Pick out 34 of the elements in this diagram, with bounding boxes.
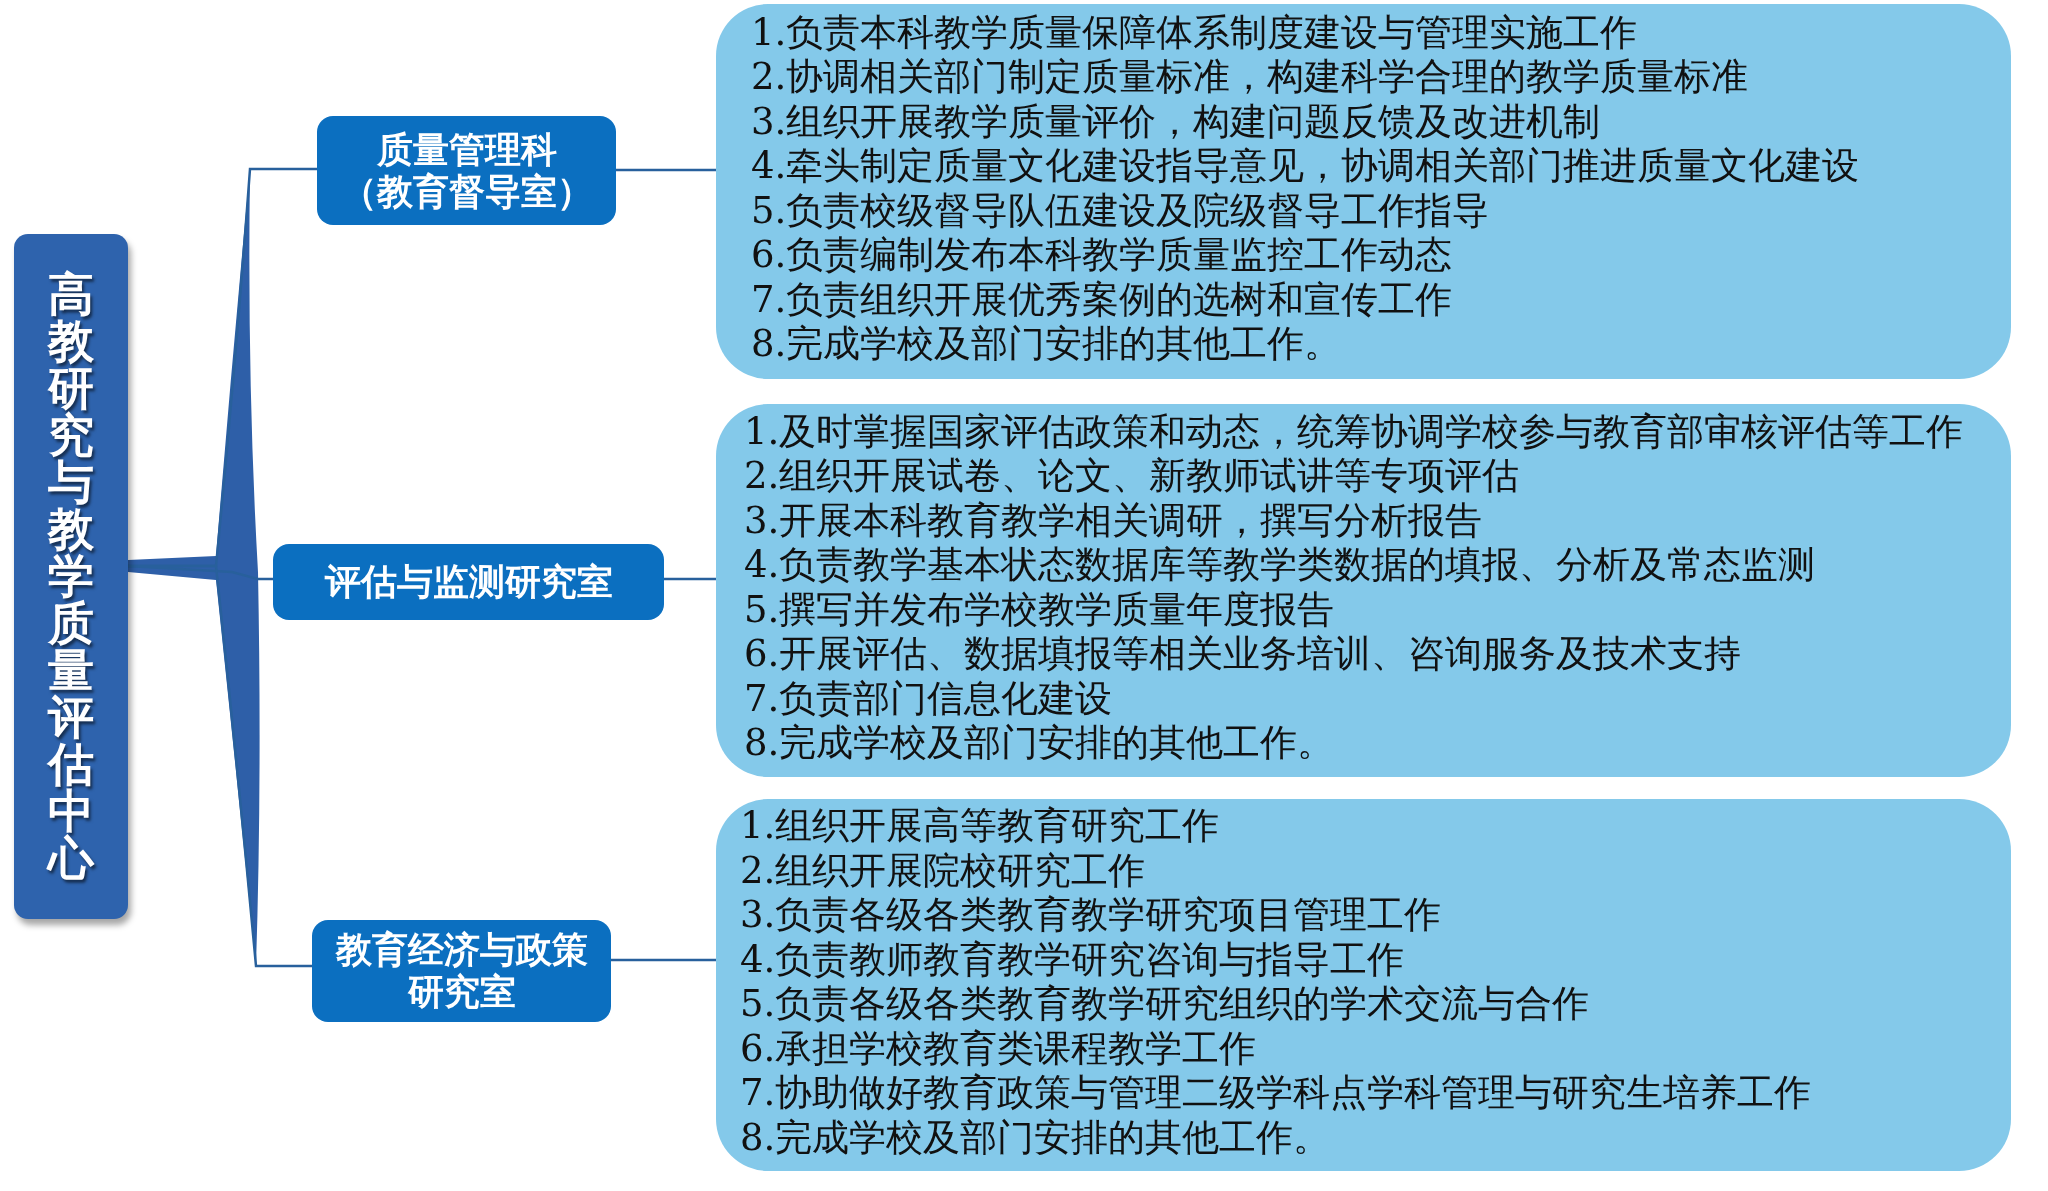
connector-line bbox=[664, 577, 716, 581]
duty-list-box bbox=[716, 799, 2011, 1171]
list-item: 7.负责部门信息化建设 bbox=[744, 676, 1114, 721]
list-item: 6.开展评估、数据填报等相关业务培训、咨询服务及技术支持 bbox=[744, 632, 1743, 677]
list-item: 4.负责教学基本状态数据库等教学类数据的填报、分析及常态监测 bbox=[744, 543, 1817, 588]
list-item: 3.组织开展教学质量评价，构建问题反馈及改进机制 bbox=[751, 99, 1602, 144]
list-item: 6.承担学校教育类课程教学工作 bbox=[740, 1026, 1258, 1071]
list-item: 4.牵头制定质量文化建设指导意见，协调相关部门推进质量文化建设 bbox=[751, 144, 1861, 189]
list-item: 7.协助做好教育政策与管理二级学科点学科管理与研究生培养工作 bbox=[740, 1071, 1813, 1116]
list-item: 8.完成学校及部门安排的其他工作。 bbox=[751, 322, 1343, 367]
list-item: 8.完成学校及部门安排的其他工作。 bbox=[744, 721, 1336, 766]
list-item: 5.负责校级督导队伍建设及院级督导工作指导 bbox=[751, 188, 1491, 233]
list-item: 8.完成学校及部门安排的其他工作。 bbox=[740, 1115, 1332, 1160]
list-item: 6.负责编制发布本科教学质量监控工作动态 bbox=[751, 233, 1454, 278]
duty-list-box bbox=[716, 404, 2011, 777]
list-item: 3.负责各级各类教育教学研究项目管理工作 bbox=[740, 893, 1443, 938]
department-box: 评估与监测研究室 bbox=[273, 544, 664, 620]
department-box: 质量管理科（教育督导室） bbox=[317, 116, 616, 225]
list-item: 1.组织开展高等教育研究工作 bbox=[740, 804, 1221, 849]
list-item: 5.负责各级各类教育教学研究组织的学术交流与合作 bbox=[740, 982, 1591, 1027]
list-item: 3.开展本科教育教学相关调研，撰写分析报告 bbox=[744, 498, 1484, 543]
list-item: 7.负责组织开展优秀案例的选树和宣传工作 bbox=[751, 277, 1454, 322]
department-box: 教育经济与政策研究室 bbox=[312, 920, 611, 1022]
list-item: 2.协调相关部门制定质量标准，构建科学合理的教学质量标准 bbox=[751, 55, 1750, 100]
title-box: 高教研究与教学质量评估中心 bbox=[14, 234, 128, 919]
list-item: 4.负责教师教育教学研究咨询与指导工作 bbox=[740, 937, 1406, 982]
list-item: 2.组织开展试卷、论文、新教师试讲等专项评估 bbox=[744, 454, 1521, 499]
list-item: 2.组织开展院校研究工作 bbox=[740, 848, 1147, 893]
connector-line bbox=[611, 958, 716, 962]
duty-list-box bbox=[716, 4, 2011, 379]
connector-line bbox=[616, 168, 716, 172]
list-item: 1.及时掌握国家评估政策和动态，统筹协调学校参与教育部审核评估等工作 bbox=[744, 409, 1965, 454]
list-item: 1.负责本科教学质量保障体系制度建设与管理实施工作 bbox=[751, 10, 1639, 55]
list-item: 5.撰写并发布学校教学质量年度报告 bbox=[744, 587, 1336, 632]
